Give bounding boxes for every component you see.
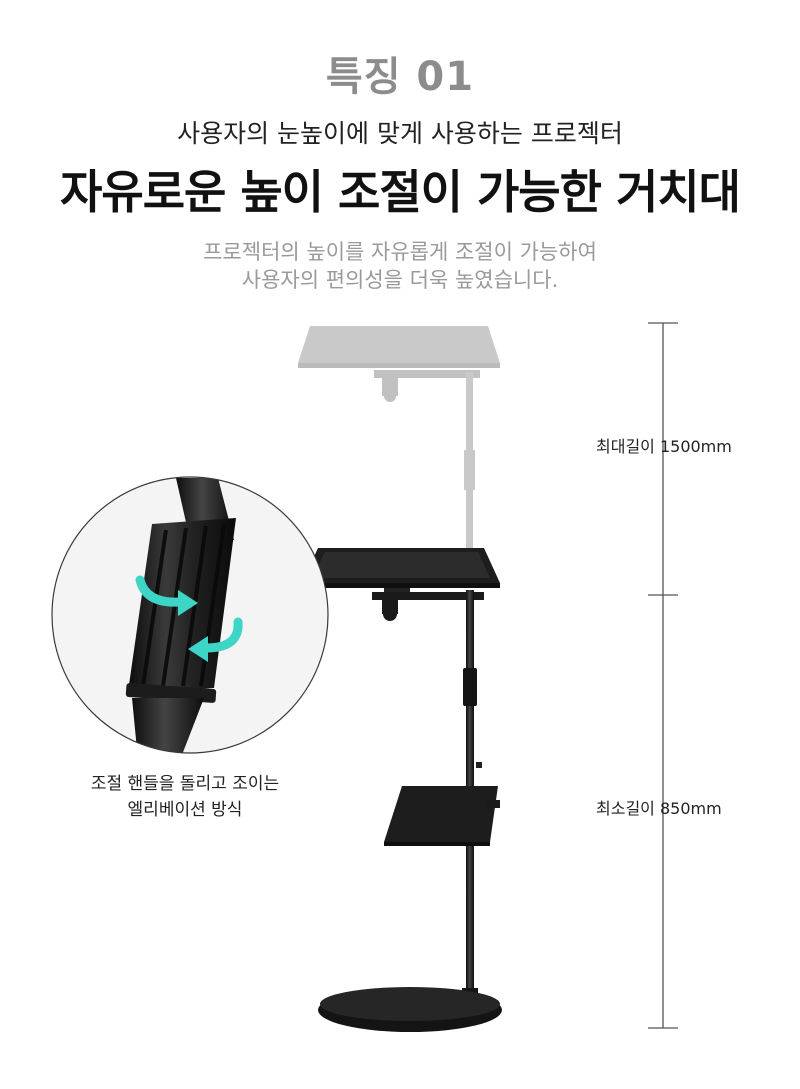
rotate-arrow-icon — [188, 617, 243, 662]
headline: 자유로운 높이 조절이 가능한 거치대 — [60, 165, 741, 219]
subtitle: 사용자의 눈높이에 맞게 사용하는 프로젝터 — [177, 119, 623, 148]
description-line: 사용자의 편의성을 더욱 높였습니다. — [241, 268, 559, 292]
description-line: 프로젝터의 높이를 자유롭게 조절이 가능하여 — [203, 240, 597, 264]
feature-label: 특징 01 — [325, 54, 475, 100]
detail-caption-line: 조절 핸들을 돌리고 조이는 — [90, 774, 280, 794]
projector-stand — [302, 548, 502, 1032]
detail-caption-line: 엘리베이션 방식 — [127, 800, 243, 820]
dimension-line — [648, 322, 678, 1029]
ghost-extended-stand — [298, 326, 500, 550]
max-length-label: 최대길이 1500mm — [596, 437, 732, 456]
detail-magnifier — [51, 476, 329, 754]
min-length-label: 최소길이 850mm — [596, 799, 722, 818]
rotate-arrow-icon — [135, 575, 198, 616]
